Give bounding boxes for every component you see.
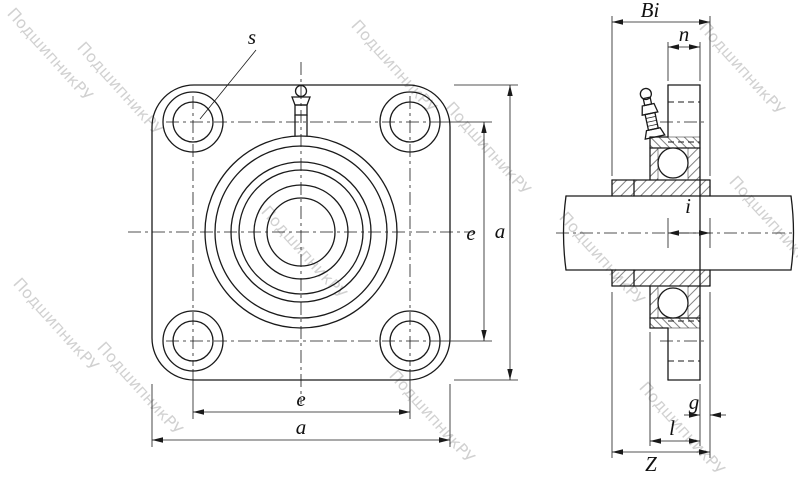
watermarks: ПодшипникРУ ПодшипникРУ ПодшипникРУ Подш… (3, 4, 798, 479)
section-hatching (611, 136, 711, 329)
watermark-text: ПодшипникРУ (385, 366, 478, 467)
watermark-text: ПодшипникРУ (347, 16, 440, 117)
dim-a-right: a (454, 84, 518, 381)
dim-i: i (667, 194, 711, 248)
grease-fitting-front (291, 84, 311, 137)
dim-n: n (667, 22, 701, 81)
dim-Bi: Bi (611, 0, 711, 176)
dim-label-a-right: a (495, 219, 506, 243)
front-view: s e a e (128, 25, 518, 447)
inner-ring (611, 179, 711, 287)
side-view: Bi n i g (556, 0, 796, 476)
grease-fitting-side (639, 87, 666, 140)
dim-label-e-right: e (466, 221, 475, 245)
watermark-text: ПодшипникРУ (555, 208, 648, 309)
dim-e-right: e (436, 121, 492, 342)
watermark-text: ПодшипникРУ (725, 172, 798, 273)
dim-label-Z: Z (645, 452, 657, 476)
dim-label-a-bottom: a (296, 415, 307, 439)
dim-e-bottom: e (192, 369, 411, 419)
dim-l: l (649, 332, 700, 446)
dim-s: s (199, 25, 257, 120)
dim-label-l: l (669, 416, 675, 440)
watermark-text: ПодшипникРУ (93, 338, 186, 439)
watermark-text: ПодшипникРУ (441, 98, 534, 199)
dim-label-s: s (248, 25, 256, 49)
front-centerlines (128, 62, 474, 404)
bolt-holes (172, 101, 431, 362)
dim-label-i: i (685, 194, 691, 218)
watermark-text: ПодшипникРУ (695, 18, 788, 119)
dim-label-g: g (689, 390, 700, 414)
dim-a-bottom: a (151, 384, 451, 447)
dim-label-e-bottom: e (296, 387, 305, 411)
watermark-text: ПодшипникРУ (257, 202, 350, 303)
bearing-balls (657, 147, 689, 319)
watermark-text: ПодшипникРУ (9, 274, 102, 375)
plate-bolt-holes (660, 101, 708, 362)
dim-label-Bi: Bi (641, 0, 660, 22)
dim-Z: Z (611, 292, 710, 476)
dim-g: g (684, 292, 726, 458)
dim-label-n: n (679, 22, 690, 46)
bearing-circles (204, 135, 398, 329)
